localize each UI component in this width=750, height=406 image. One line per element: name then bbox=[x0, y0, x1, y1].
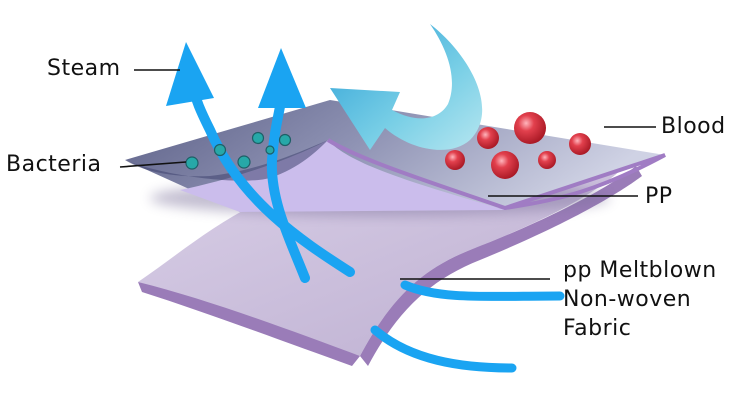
meltblown-label: pp Meltblown Non-woven Fabric bbox=[563, 256, 717, 343]
steam-arrowheads bbox=[166, 42, 306, 108]
curved-arrow-icon bbox=[330, 24, 483, 150]
steam-label: Steam bbox=[47, 56, 121, 81]
leader-lines bbox=[119, 69, 656, 280]
blood-label: Blood bbox=[661, 114, 726, 139]
meltblown-label-line-2: Non-woven bbox=[563, 287, 692, 312]
bacteria-label: Bacteria bbox=[6, 152, 102, 177]
blood-drop-icon bbox=[445, 112, 591, 179]
airflow-lines bbox=[370, 280, 565, 373]
pp-label: PP bbox=[645, 184, 673, 209]
pp-layer bbox=[125, 100, 666, 212]
steam-arrow-icon bbox=[188, 83, 355, 283]
meltblown-label-line-1: pp Meltblown bbox=[563, 258, 717, 283]
meltblown-label-line-3: Fabric bbox=[563, 316, 632, 341]
bacteria-icon bbox=[185, 131, 292, 170]
